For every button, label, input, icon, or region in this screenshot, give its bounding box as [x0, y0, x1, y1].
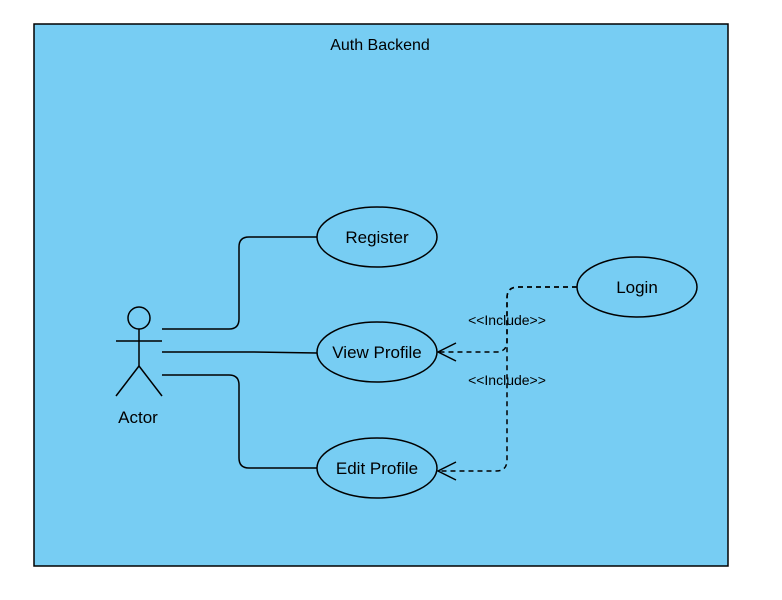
- include-edit-profile-line: [439, 286, 577, 472]
- actor-right-leg: [138, 365, 163, 397]
- use-case-login[interactable]: Login: [576, 256, 698, 318]
- use-case-login-label: Login: [616, 278, 658, 297]
- association-edit-profile: [162, 374, 317, 469]
- use-case-register-label: Register: [345, 228, 409, 247]
- use-case-edit-profile[interactable]: Edit Profile: [316, 437, 438, 499]
- include-view-profile-arrowhead: [436, 342, 457, 362]
- include-relations: [439, 286, 577, 472]
- use-case-register-ellipse: [316, 206, 438, 268]
- associations: [162, 236, 318, 469]
- use-case-login-ellipse: [576, 256, 698, 318]
- include-arrowheads: [436, 342, 457, 481]
- include-label-view-profile: <<Include>>: [468, 312, 546, 328]
- use-case-edit-profile-ellipse: [316, 437, 438, 499]
- actor[interactable]: Actor: [115, 306, 163, 427]
- actor-head: [127, 306, 151, 330]
- actor-left-leg: [115, 365, 140, 397]
- actor-label: Actor: [118, 408, 158, 427]
- use-case-view-profile-ellipse: [316, 321, 438, 383]
- actor-stick-figure-icon: [115, 306, 163, 397]
- use-case-register[interactable]: Register: [316, 206, 438, 268]
- use-case-view-profile-label: View Profile: [332, 343, 421, 362]
- include-edit-profile-arrowhead: [436, 461, 457, 481]
- use-case-view-profile[interactable]: View Profile: [316, 321, 438, 383]
- system-boundary-title: Auth Backend: [330, 37, 430, 54]
- association-register: [162, 236, 317, 330]
- include-label-edit-profile: <<Include>>: [468, 372, 546, 388]
- association-view-profile: [162, 351, 318, 354]
- use-case-edit-profile-label: Edit Profile: [336, 459, 418, 478]
